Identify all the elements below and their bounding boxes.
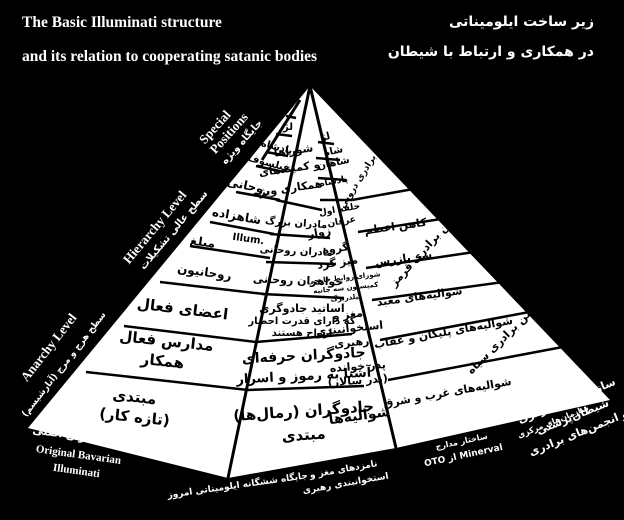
mid-right-pilgrims: زوار xyxy=(306,224,332,241)
mid-right-skull-3: رهبری xyxy=(333,334,370,351)
mid-magic-masters-1: اساتید جادوگری xyxy=(259,302,344,315)
mid-great-mothers: مادران بزرگ xyxy=(265,214,328,231)
mid-right-godfather-1: پدر خوانده xyxy=(329,358,386,375)
edge-middle-right xyxy=(308,85,398,449)
left-face-dividers xyxy=(85,114,297,392)
mid-spiritual-sisters: خواهران روحانی xyxy=(253,272,344,288)
mid-right-king: پادشاه xyxy=(319,175,349,190)
edge-left-middle xyxy=(226,85,312,479)
left-cell-cooperating: همکار xyxy=(139,350,185,373)
bottom-original-illuminati-en-2: Illuminati xyxy=(52,462,100,480)
mid-right-lodge: لژ xyxy=(318,131,331,144)
title-persian-line1: زیر ساخت ایلومیناتی xyxy=(448,14,594,30)
pyramid-middle-face xyxy=(228,86,396,478)
mid-right-cfr-3: بیلدربرگ xyxy=(330,291,362,303)
mid-spiritual-mothers: مادران روحانی xyxy=(259,244,333,259)
mid-sorcerers-beginner-2: مبتدی xyxy=(281,425,326,446)
left-cell-missionary: مبلغ xyxy=(189,233,216,250)
pyramid-right-face xyxy=(310,86,610,448)
mid-right-round-table-1: گروه xyxy=(321,240,350,257)
mid-right-godfather-2: (پدر سالار) xyxy=(327,372,388,389)
left-cell-beginner: مبتدی xyxy=(112,386,158,408)
mid-pro-sorcerers-1: جادوگران حرفه‌ای xyxy=(242,344,367,367)
right-face-dividers xyxy=(351,184,569,382)
mid-magic-masters-2: که دارای قدرت احضار xyxy=(247,316,356,327)
mid-magic-masters-3: ارواح هستند xyxy=(272,328,333,339)
title-persian-line2: در همکاری و ارتباط با شیطان xyxy=(387,44,594,60)
title-english-line2: and its relation to cooperating satanic … xyxy=(22,48,318,65)
left-cell-lodge: لژ xyxy=(282,122,293,133)
mid-right-skull-1: مغز و xyxy=(331,306,364,322)
left-cell-illum: Illum. xyxy=(232,232,265,247)
mid-right-round-table-2: میز گرد xyxy=(316,253,358,272)
mid-councils-line1: شوراها xyxy=(273,141,314,159)
mid-right-shah: شاه xyxy=(323,144,345,159)
title-english-line1: The Basic Illuminati structure xyxy=(22,14,222,31)
edge-mid-split xyxy=(260,99,302,161)
middle-face-dividers xyxy=(247,140,365,392)
mid-right-gnosis: عرفان xyxy=(327,215,357,230)
level-anarchy-en: Anarchy Level xyxy=(17,310,79,384)
